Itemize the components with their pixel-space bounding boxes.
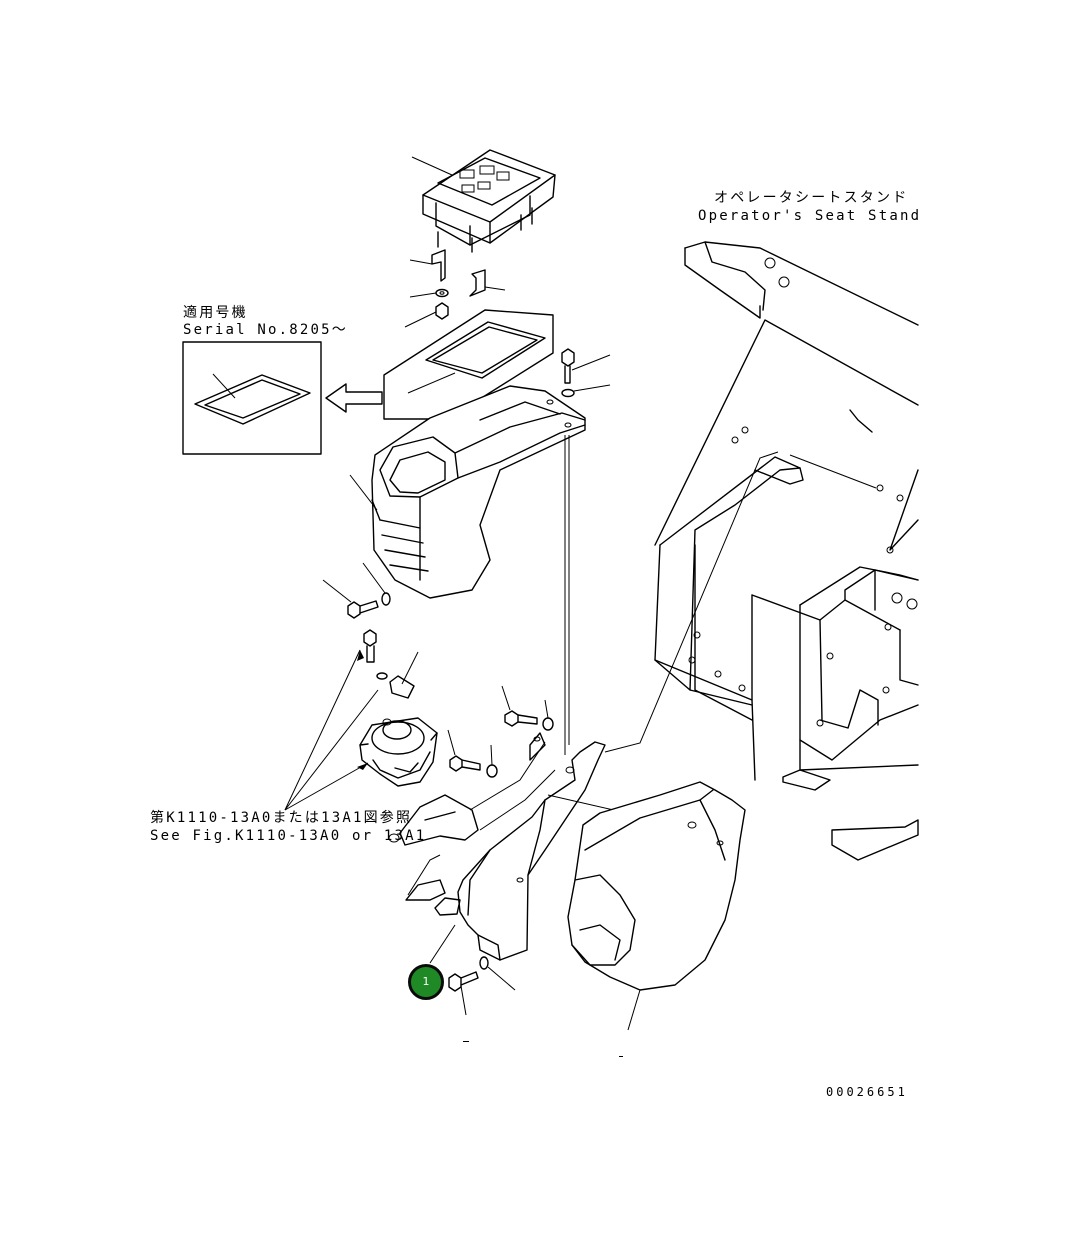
serial-detail-box [182, 341, 322, 455]
monitor-panel [411, 149, 556, 253]
main-bracket [388, 732, 606, 961]
drawing-number: 00026651 [826, 1085, 908, 1099]
leader-tick [463, 1041, 469, 1042]
bottom-bolts [429, 924, 516, 1016]
console-bolts [322, 562, 419, 699]
seat-stand-label-en: Operator's Seat Stand [698, 208, 922, 224]
mid-bolts [447, 685, 554, 778]
side-cover [567, 781, 746, 1031]
serial-label-jp: 適用号機 [183, 305, 248, 321]
leader-tick [619, 1056, 623, 1057]
direction-arrow [325, 383, 383, 413]
reference-arrows [284, 649, 379, 811]
monitor-mounting-hardware [404, 249, 506, 328]
actuator-assembly [359, 717, 438, 787]
serial-label-en: Serial No.8205～ [183, 322, 349, 338]
gasket-group [383, 309, 554, 420]
reference-label-en: See Fig.K1110-13A0 or 13A1 [150, 828, 427, 844]
cap-screw-upper [561, 348, 611, 398]
seat-stand [654, 241, 919, 861]
console-cover [349, 385, 586, 599]
seat-stand-label-jp: オペレータシートスタンド [714, 190, 909, 206]
reference-label-jp: 第K1110-13A0または13A1図参照 [150, 810, 413, 826]
part-callout-1[interactable]: 1 [408, 964, 444, 1000]
